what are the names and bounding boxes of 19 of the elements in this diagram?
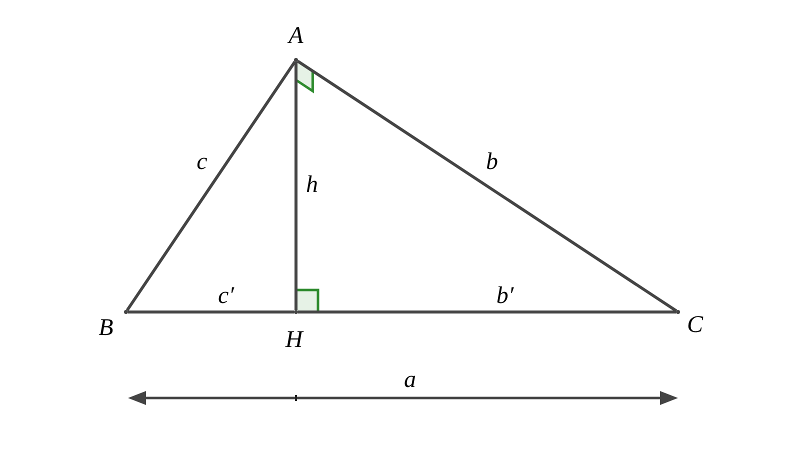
vertex-label: C	[687, 313, 703, 337]
triangle-side	[298, 310, 676, 314]
vertex-point	[676, 310, 680, 314]
side-label: c′	[218, 284, 234, 308]
triangle-side	[296, 60, 678, 312]
triangle-side	[126, 60, 296, 312]
side-label: b′	[496, 284, 514, 308]
triangle-side	[294, 62, 298, 310]
vertex-point	[294, 58, 298, 62]
triangle-side	[128, 310, 294, 314]
vertex-point	[294, 310, 298, 314]
side-label: h	[306, 173, 318, 197]
side-label: c	[196, 150, 208, 174]
vertex-label: B	[98, 316, 114, 340]
vertex-label: A	[288, 24, 304, 48]
vertex-point	[124, 310, 128, 314]
side-label: b	[486, 150, 498, 174]
vertex-label: H	[285, 328, 303, 352]
length-label: a	[404, 368, 416, 392]
